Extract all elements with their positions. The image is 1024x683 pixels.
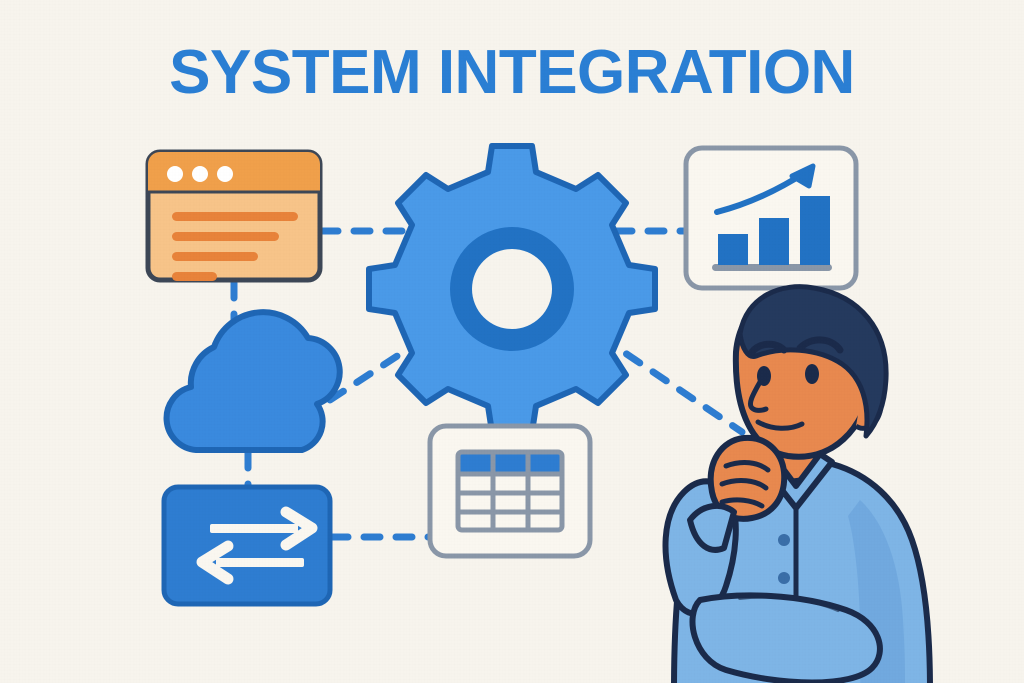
- person-finger-line-1: [723, 460, 771, 473]
- analytics-bar-3: [800, 196, 830, 265]
- cloud-icon[interactable]: [163, 309, 343, 453]
- browser-content-line-3: [172, 252, 258, 261]
- analytics-bar-1: [718, 234, 748, 265]
- sync-arrow-right: [210, 506, 318, 551]
- person-arm-fold-line: [738, 594, 840, 612]
- person-cuff: [687, 502, 737, 553]
- sync-arrow-left: [196, 540, 304, 585]
- person-shirt-button-1: [778, 534, 790, 546]
- person-mouth: [755, 419, 805, 431]
- table-grid: [455, 449, 565, 533]
- person-shirt-button-2: [778, 572, 790, 584]
- browser-content-line-2: [172, 232, 279, 241]
- page-title: SYSTEM INTEGRATION: [169, 38, 855, 107]
- person-hair: [737, 284, 889, 439]
- person-eyebrow-right: [796, 336, 844, 354]
- browser-dot-2: [192, 166, 208, 182]
- person-nose: [747, 379, 769, 413]
- gear-center-hole: [472, 249, 552, 329]
- person-eyebrow-left: [748, 340, 788, 356]
- thinking-person-illustration: [662, 284, 933, 683]
- cloud-shape: [163, 309, 343, 453]
- connector-gear-to-person: [596, 332, 746, 436]
- data-sync-icon[interactable]: [161, 484, 333, 607]
- table-header-row: [458, 452, 562, 474]
- person-finger-line-3: [719, 497, 765, 509]
- browser-titlebar: [148, 152, 320, 192]
- analytics-chart-card[interactable]: [683, 145, 859, 291]
- browser-content-line-1: [172, 212, 298, 221]
- person-eye-right: [805, 364, 819, 384]
- browser-dot-1: [167, 166, 183, 182]
- sync-box-frame: [161, 484, 333, 607]
- browser-window-icon[interactable]: [145, 149, 323, 283]
- browser-content-line-4: [172, 272, 217, 281]
- browser-dot-3: [217, 166, 233, 182]
- person-finger-line-2: [719, 478, 769, 491]
- gear-icon[interactable]: [366, 143, 658, 435]
- database-table-card[interactable]: [427, 423, 593, 559]
- analytics-bar-2: [759, 218, 789, 265]
- analytics-trend-arrowhead: [789, 163, 816, 189]
- analytics-baseline: [712, 264, 832, 271]
